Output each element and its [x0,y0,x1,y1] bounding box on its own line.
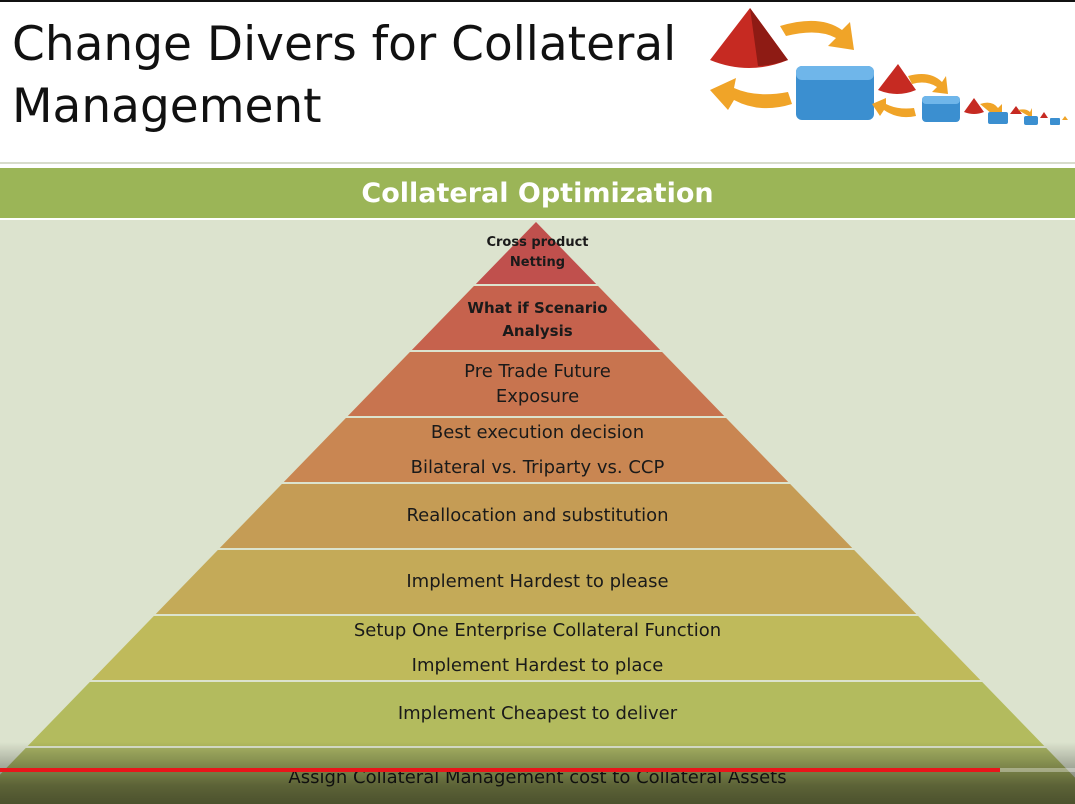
pyramid-level-7-label-2: Implement Hardest to place [411,654,664,676]
pyramid-level-3-label-1: Pre Trade Future [464,360,611,382]
orange-arrow-left [710,78,792,110]
video-progress-fill [0,768,1000,772]
pyramid-level-4-label-2: Bilateral vs. Triparty vs. CCP [410,456,665,478]
orange-arrow-small [908,74,948,94]
pyramid-level-4-label-1: Best execution decision [430,421,645,443]
pyramid-level-3 [347,352,725,416]
title-line-2: Management [12,79,322,134]
pyramid-level-5 [219,484,853,548]
pyramid-level-8 [27,682,1045,746]
video-progress-bar[interactable] [0,768,1075,772]
process-arrows-graphic [710,8,1068,125]
pyramid-level-2-label-2: Analysis [502,321,573,340]
pyramid-level-6 [155,550,917,614]
pyramid-level-1-label-2: Netting [509,255,566,270]
pyramid-level-7-label-1: Setup One Enterprise Collateral Function [353,619,722,641]
slide-title: Change Divers for Collateral Management [12,14,692,138]
title-separator [0,162,1075,164]
pyramid-level-7 [91,616,981,680]
title-line-1: Change Divers for Collateral [12,17,677,72]
pyramid-level-6-label: Implement Hardest to please [406,571,669,592]
pyramid-level-1-label-1: Cross product [486,235,589,250]
pyramid-level-2 [411,286,661,350]
pyramid-level-8-label: Implement Cheapest to deliver [397,703,678,724]
banner-title: Collateral Optimization [361,177,714,209]
pyramid-level-4 [283,418,789,482]
pyramid-level-2-label-1: What if Scenario [467,298,608,317]
pyramid-level-3-label-2: Exposure [495,385,580,407]
top-border [0,0,1075,2]
banner: Collateral Optimization [0,168,1075,218]
pyramid-level-1 [475,222,597,284]
red-cone-medium [878,64,916,94]
pyramid-level-5-label: Reallocation and substitution [406,505,669,526]
video-player-shade [0,742,1075,804]
orange-arrow-top [780,20,854,50]
